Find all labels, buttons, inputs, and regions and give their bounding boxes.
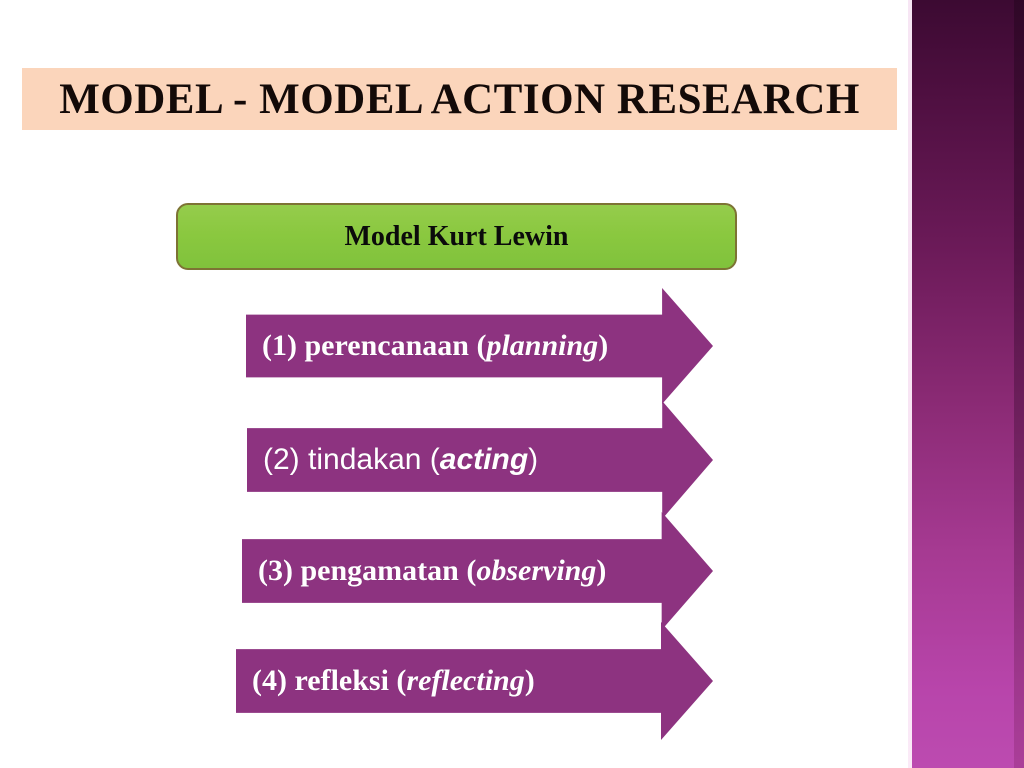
- step-arrow-4-label: (4) refleksi (reflecting): [252, 622, 535, 740]
- step-3-number: (3): [258, 554, 293, 587]
- step-3-english: observing: [476, 554, 597, 587]
- step-arrow-1: (1) perencanaan (planning): [246, 288, 713, 404]
- step-3-open-paren: (: [466, 554, 477, 587]
- step-1-number: (1): [262, 329, 297, 362]
- step-arrow-2-label: (2) tindakan (acting): [263, 401, 538, 519]
- page-title: MODEL - MODEL ACTION RESEARCH: [59, 75, 860, 123]
- step-1-open-paren: (: [476, 329, 487, 362]
- step-arrow-1-label: (1) perencanaan (planning): [262, 288, 608, 404]
- side-decoration-bar: [912, 0, 1024, 768]
- model-name-label: Model Kurt Lewin: [344, 220, 569, 252]
- step-1-term: perencanaan: [304, 329, 469, 362]
- step-2-close-paren: ): [528, 443, 539, 476]
- step-2-term: tindakan: [308, 443, 422, 476]
- model-name-box: Model Kurt Lewin: [176, 203, 737, 270]
- step-arrow-3-label: (3) pengamatan (observing): [258, 512, 606, 630]
- step-2-english: acting: [439, 443, 529, 476]
- side-bar-light-edge: [908, 0, 912, 768]
- title-banner: MODEL - MODEL ACTION RESEARCH: [22, 68, 897, 130]
- step-3-close-paren: ): [596, 554, 607, 587]
- step-2-open-paren: (: [429, 443, 440, 476]
- step-4-close-paren: ): [524, 664, 535, 697]
- step-1-english: planning: [486, 329, 599, 362]
- step-arrow-3: (3) pengamatan (observing): [242, 512, 713, 630]
- step-2-number: (2): [263, 443, 300, 476]
- step-4-number: (4): [252, 664, 287, 697]
- step-3-term: pengamatan: [300, 554, 459, 587]
- side-bar-dark-edge: [1014, 0, 1024, 768]
- step-4-english: reflecting: [406, 664, 525, 697]
- step-4-term: refleksi: [294, 664, 389, 697]
- step-4-open-paren: (: [396, 664, 407, 697]
- step-arrow-2: (2) tindakan (acting): [247, 401, 713, 519]
- step-1-close-paren: ): [598, 329, 609, 362]
- step-arrow-4: (4) refleksi (reflecting): [236, 622, 713, 740]
